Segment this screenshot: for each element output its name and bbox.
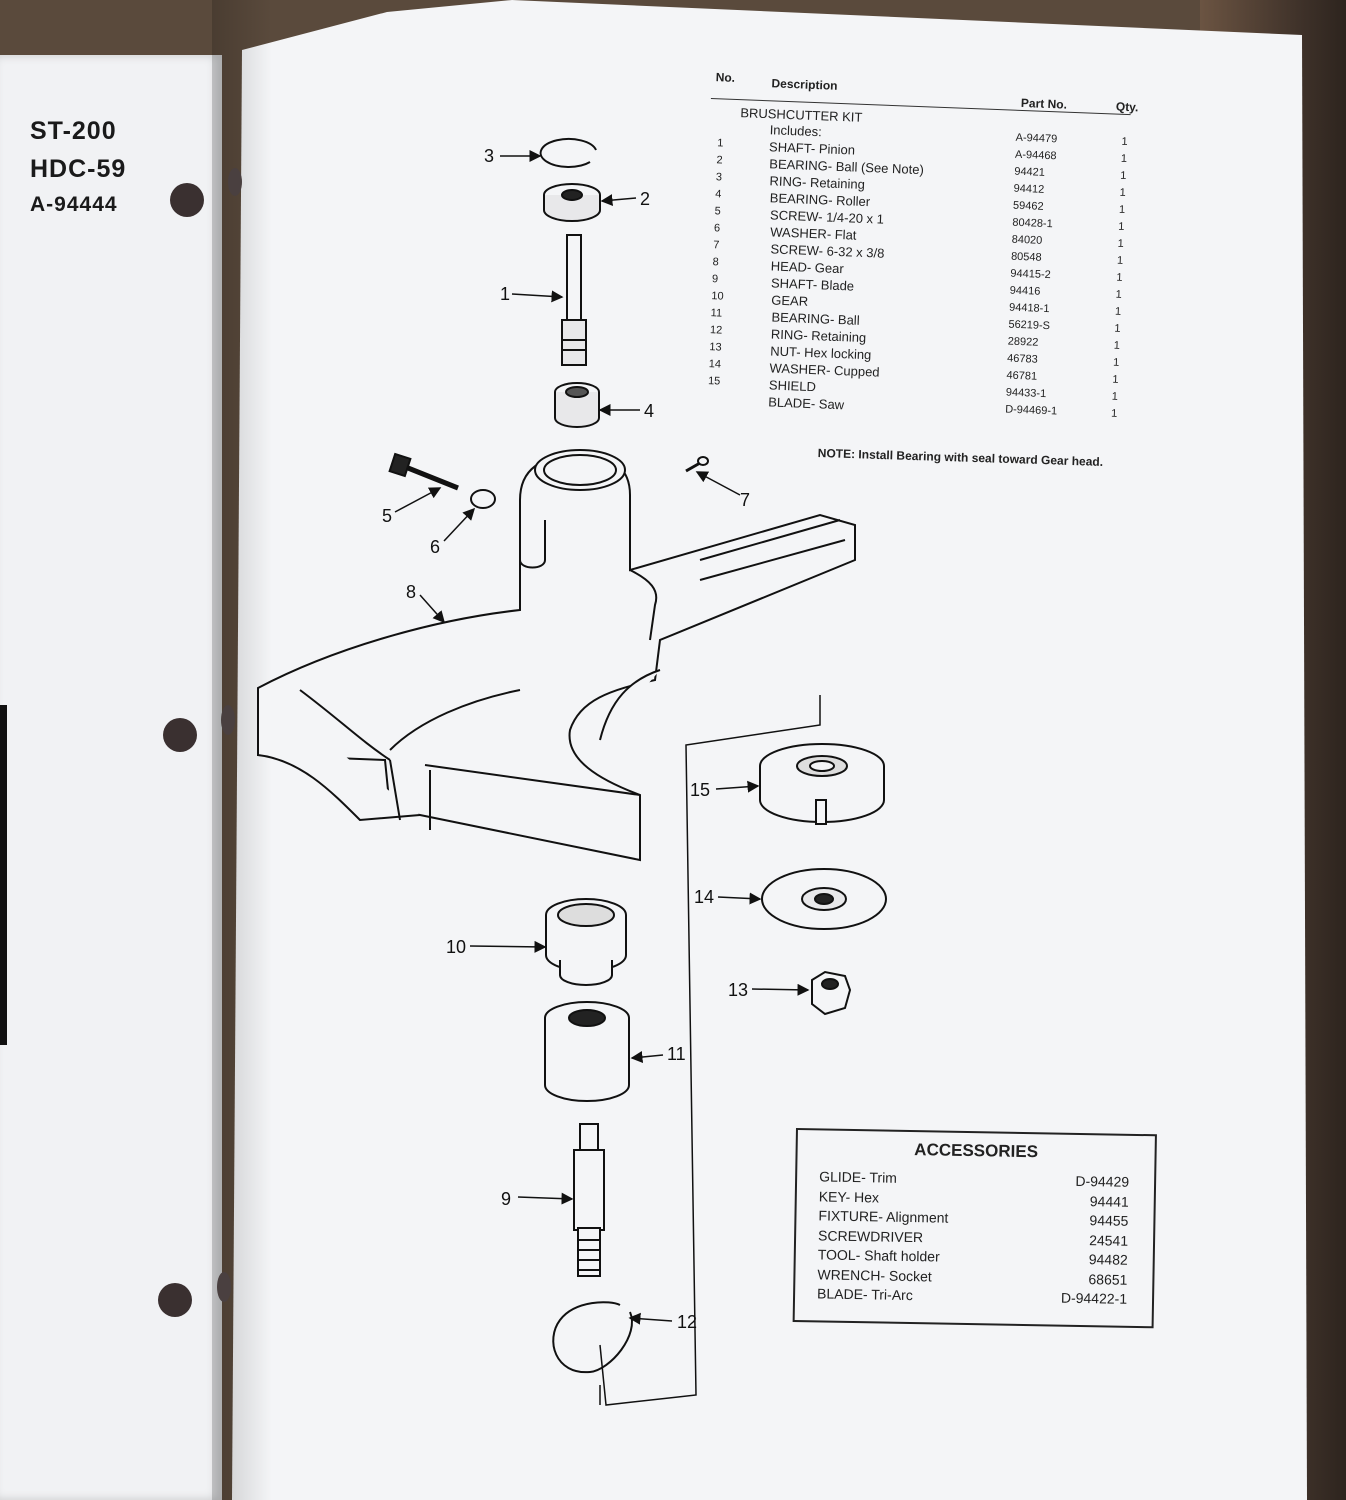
- blade-shaft: [573, 1123, 605, 1277]
- binder-hole-middle: [163, 718, 197, 752]
- page-edge-shadow: [0, 705, 7, 1045]
- callout-1: 1: [500, 284, 510, 304]
- callout-2: 2: [640, 189, 650, 209]
- binder-hole-bottom: [158, 1283, 192, 1317]
- ball-bearing: [543, 183, 601, 222]
- hex-nut: [811, 970, 852, 1016]
- retaining-ring-top: [539, 137, 597, 168]
- page-hole-middle: [221, 705, 235, 735]
- page-hole-top: [228, 168, 242, 196]
- callout-6: 6: [430, 537, 440, 557]
- callout-14: 14: [694, 887, 714, 907]
- callout-11: 11: [667, 1044, 686, 1064]
- cap-screw: [388, 452, 459, 491]
- callout-4: 4: [644, 401, 654, 421]
- small-screw: [685, 461, 701, 473]
- callout-8: 8: [406, 582, 416, 602]
- binder-hole-top: [170, 183, 204, 217]
- callout-10: 10: [446, 937, 466, 957]
- model-number-2: HDC-59: [30, 155, 127, 183]
- callout-7: 7: [740, 490, 750, 510]
- cupped-washer: [761, 868, 887, 930]
- gear: [545, 898, 627, 986]
- model-number-1: ST-200: [30, 117, 117, 145]
- assembly-bracket: [599, 695, 821, 1406]
- pinion-shaft: [561, 234, 587, 366]
- flat-washer: [470, 489, 496, 509]
- callout-13: 13: [728, 980, 748, 1000]
- retaining-ring-bottom: [552, 1301, 633, 1374]
- callout-3: 3: [484, 146, 494, 166]
- callout-15: 15: [690, 780, 710, 800]
- shield-cup: [759, 743, 885, 825]
- roller-bearing: [554, 382, 600, 428]
- model-number-3: A-94444: [30, 193, 118, 216]
- callout-12: 12: [677, 1312, 697, 1332]
- left-page: ST-200 HDC-59 A-94444: [0, 55, 222, 1500]
- gear-head: [257, 449, 856, 862]
- callout-5: 5: [382, 506, 392, 526]
- callout-9: 9: [501, 1189, 511, 1209]
- ball-bearing-large: [544, 1001, 630, 1102]
- page-hole-bottom: [217, 1272, 231, 1302]
